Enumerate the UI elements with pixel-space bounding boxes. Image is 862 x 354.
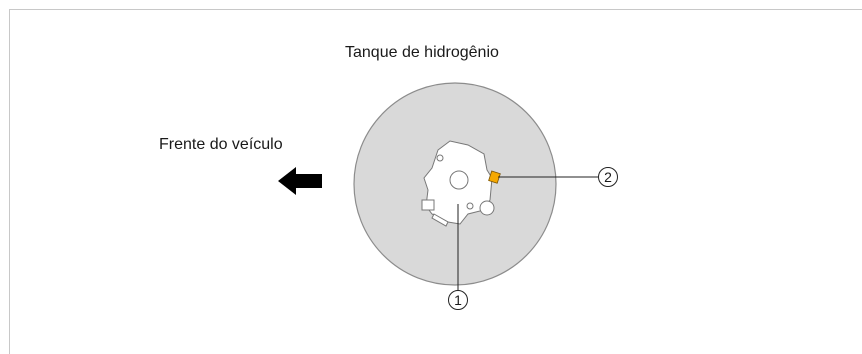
- vehicle-front-label: Frente do veículo: [159, 136, 283, 153]
- tank-title: Tanque de hidrogênio: [345, 44, 499, 61]
- callout-1-circle: [448, 290, 468, 310]
- callout-1-number: 1: [454, 292, 462, 308]
- callout-2-circle: [598, 167, 618, 187]
- sensor-part: [488, 170, 501, 184]
- diagram-canvas: 2 1: [278, 82, 618, 310]
- front-arrow-icon: [278, 167, 322, 195]
- callout-2-number: 2: [604, 169, 612, 185]
- diagram-frame: [9, 9, 862, 354]
- tank-valve: [421, 140, 495, 227]
